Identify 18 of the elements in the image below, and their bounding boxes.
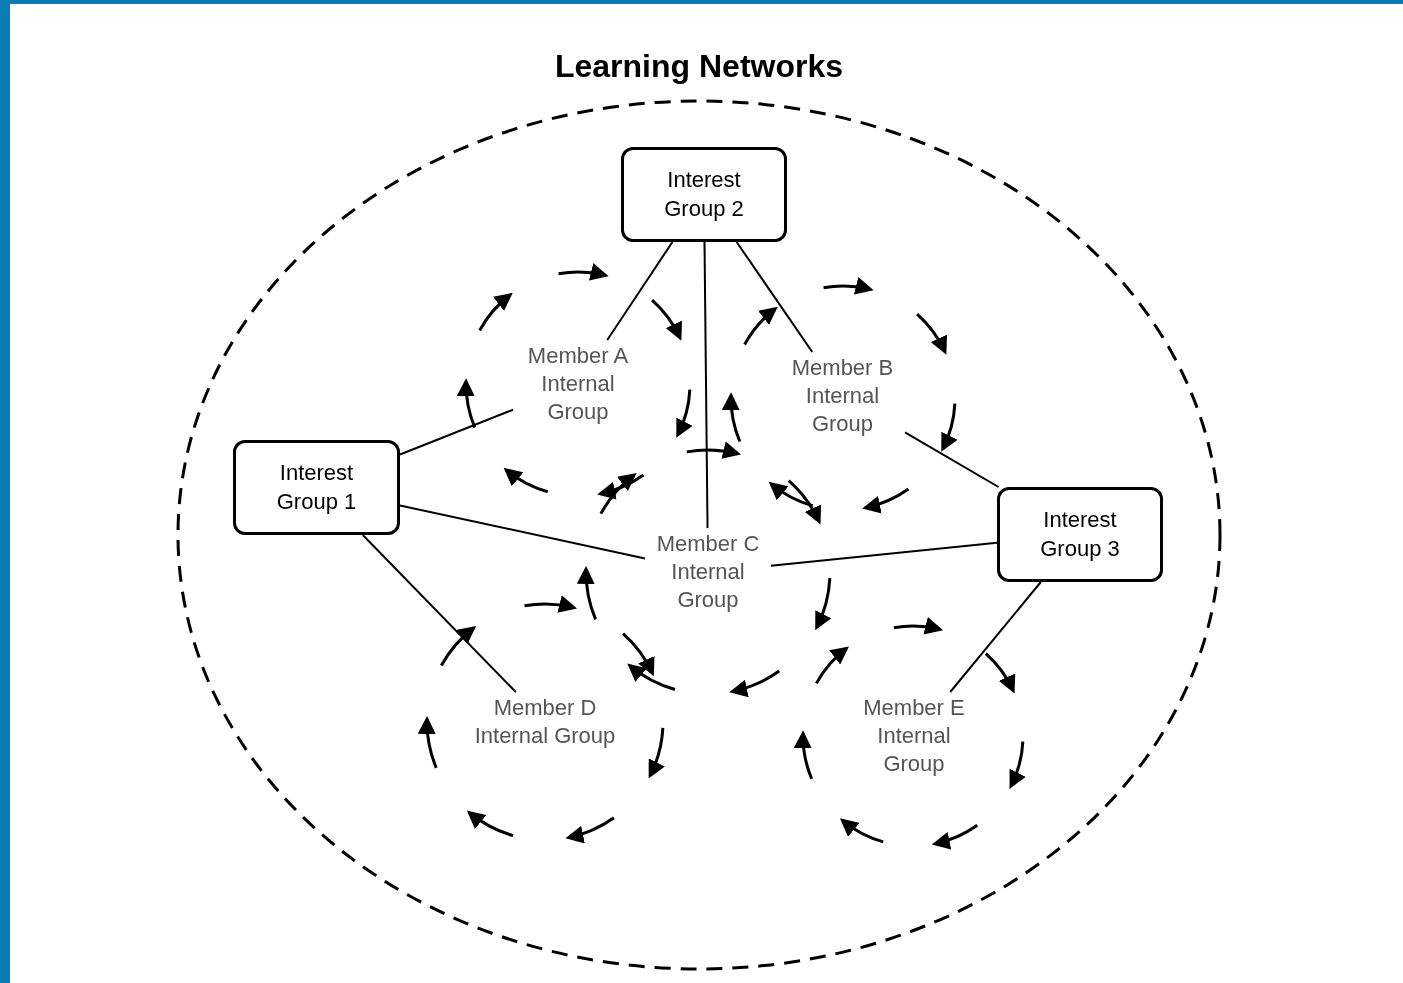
connector-line	[703, 241, 709, 529]
connector-line	[361, 534, 517, 693]
connector-line	[735, 241, 814, 353]
group-label: Member D Internal Group	[455, 692, 635, 752]
group-label: Member E Internal Group	[852, 692, 976, 780]
group-box: Interest Group 1	[233, 440, 400, 535]
connector-line	[399, 408, 514, 456]
group-label: Member C Internal Group	[645, 528, 771, 616]
connector-line	[606, 241, 674, 341]
group-label: Member A Internal Group	[513, 340, 643, 428]
group-title: Learning Networks	[553, 48, 845, 85]
connector-line	[770, 541, 998, 567]
connector-line	[949, 581, 1042, 693]
connector-line	[399, 504, 646, 560]
connector-line	[904, 431, 1000, 488]
group-label: Member B Internal Group	[780, 352, 905, 440]
group-box: Interest Group 2	[621, 147, 787, 242]
group-box: Interest Group 3	[997, 487, 1163, 582]
